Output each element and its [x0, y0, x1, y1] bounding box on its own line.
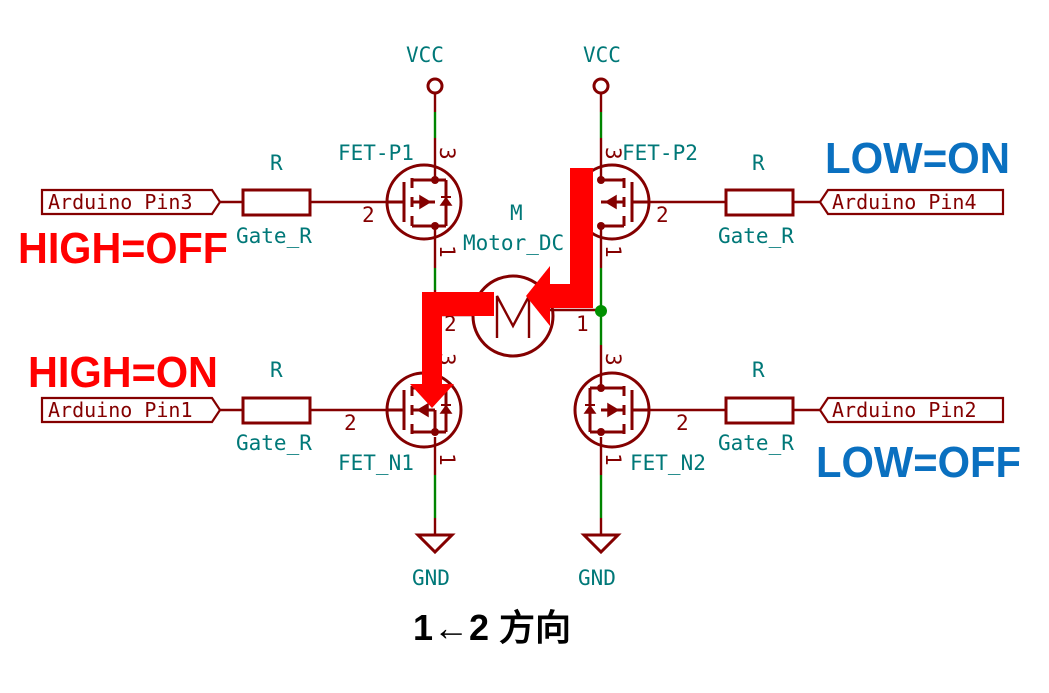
- pin-drain: 3: [435, 147, 459, 160]
- fet-ref: FET_N1: [338, 451, 414, 475]
- fet-n2[interactable]: FET_N2 2 3 1: [573, 353, 706, 475]
- motor-dc[interactable]: M Motor_DC 2 1: [444, 201, 589, 358]
- resistor-value: Gate_R: [236, 224, 312, 248]
- annotation-high-on: HIGH=ON: [28, 348, 218, 397]
- pin-gate: 2: [676, 411, 689, 435]
- resistor-value: Gate_R: [718, 431, 794, 455]
- vcc-right-label: VCC: [583, 43, 621, 67]
- vcc-right-terminal-icon: [592, 77, 610, 95]
- resistor-ref: R: [752, 358, 765, 382]
- direction-caption: 1←2 方向: [413, 607, 571, 648]
- fet-ref: FET-P1: [338, 141, 414, 165]
- pin-source: 1: [601, 245, 625, 258]
- pin-source: 1: [435, 453, 459, 466]
- label-text: Arduino_Pin2: [832, 398, 977, 422]
- vcc-right: VCC: [583, 43, 621, 95]
- vcc-left-terminal-icon: [426, 77, 444, 95]
- resistor-top-right[interactable]: R Gate_R: [718, 151, 795, 248]
- fet-ref: FET_N2: [630, 451, 706, 475]
- pin-drain: 3: [601, 147, 625, 160]
- pin-source: 1: [435, 245, 459, 258]
- gnd-right: GND: [578, 533, 622, 590]
- annotation-high-off: HIGH=OFF: [18, 224, 228, 273]
- resistor-bottom-left[interactable]: R Gate_R: [236, 358, 312, 455]
- pin-gate: 2: [362, 203, 375, 227]
- gnd-right-icon: [580, 533, 622, 555]
- resistor-ref: R: [270, 151, 283, 175]
- label-text: Arduino_Pin4: [832, 190, 977, 214]
- fet-ref: FET-P2: [622, 141, 698, 165]
- vcc-left-label: VCC: [406, 43, 444, 67]
- junction-dot: [595, 305, 607, 317]
- fet-n1[interactable]: FET_N1 2 3 1: [338, 353, 463, 475]
- gnd-left-icon: [414, 533, 456, 555]
- annotation-low-off: LOW=OFF: [816, 438, 1021, 487]
- motor-value: Motor_DC: [463, 231, 564, 255]
- pin-drain: 3: [601, 353, 625, 366]
- label-arduino-pin4[interactable]: Arduino_Pin4: [818, 188, 1005, 216]
- current-direction-arrow: [410, 168, 593, 408]
- resistor-top-left[interactable]: R Gate_R: [236, 151, 312, 248]
- label-arduino-pin3[interactable]: Arduino_Pin3: [40, 188, 222, 216]
- resistor-ref: R: [270, 358, 283, 382]
- gnd-left: GND: [412, 533, 456, 590]
- pin-source: 1: [601, 453, 625, 466]
- gnd-left-label: GND: [412, 566, 450, 590]
- annotation-low-on: LOW=ON: [825, 134, 1010, 183]
- label-arduino-pin1[interactable]: Arduino_Pin1: [40, 396, 222, 424]
- resistor-value: Gate_R: [718, 224, 794, 248]
- resistor-ref: R: [752, 151, 765, 175]
- label-text: Arduino_Pin3: [48, 190, 193, 214]
- motor-ref: M: [510, 201, 523, 225]
- motor-pin-left: 2: [444, 312, 457, 336]
- fet-p1[interactable]: FET-P1 2 3 1: [338, 141, 463, 258]
- pin-gate: 2: [656, 203, 669, 227]
- vcc-left: VCC: [406, 43, 444, 95]
- motor-pin-right: 1: [576, 312, 589, 336]
- resistor-bottom-right[interactable]: R Gate_R: [718, 358, 795, 455]
- gnd-right-label: GND: [578, 566, 616, 590]
- label-arduino-pin2[interactable]: Arduino_Pin2: [818, 396, 1005, 424]
- label-text: Arduino_Pin1: [48, 398, 193, 422]
- fet-p2[interactable]: FET-P2 2 3 1: [573, 141, 698, 258]
- pin-gate: 2: [344, 411, 357, 435]
- resistor-value: Gate_R: [236, 431, 312, 455]
